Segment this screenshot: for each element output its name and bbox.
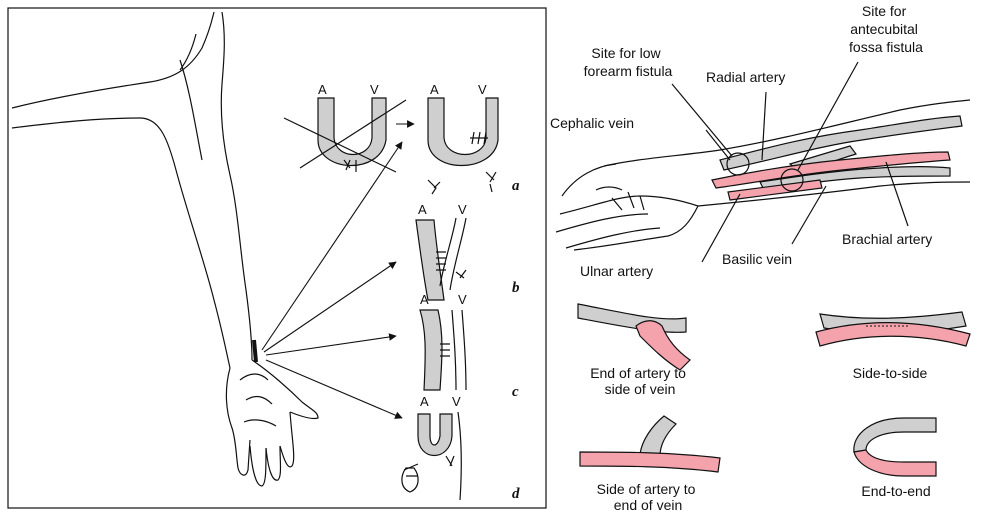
side-artery-end-vein-label: Side of artery to end of vein — [597, 481, 700, 513]
inset-a-before-v-label: V — [370, 82, 379, 97]
inset-b: A V b — [416, 202, 520, 300]
inset-d-v-label: V — [452, 394, 461, 409]
site-antecubital-label: Site for antecubital fossa fistula — [849, 3, 923, 55]
pointer-arrows — [262, 124, 414, 418]
inset-a-after-v-label: V — [478, 82, 487, 97]
forearm-labels: Site for low forearm fistula Site for an… — [550, 3, 932, 279]
inset-a-after-a-label: A — [430, 82, 439, 97]
inset-d-a-label: A — [420, 394, 429, 409]
brachial-artery-label: Brachial artery — [842, 231, 932, 247]
anastomosis-end-artery-side-vein: End of artery to side of vein — [578, 304, 690, 397]
inset-b-a-label: A — [418, 202, 427, 217]
inset-c-a-label: A — [420, 292, 429, 307]
incision-mark — [254, 340, 256, 362]
site-low-forearm-label: Site for low forearm fistula — [584, 45, 673, 79]
inset-d-letter: d — [512, 486, 520, 502]
anastomosis-side-to-side: Side-to-side — [816, 312, 970, 381]
inset-b-v-label: V — [458, 202, 467, 217]
anastomosis-end-to-end: End-to-end — [854, 418, 936, 499]
inset-a-before-a-label: A — [318, 82, 327, 97]
basilic-vein-label: Basilic vein — [722, 251, 792, 267]
radial-artery-label: Radial artery — [706, 69, 785, 85]
inset-c-letter: c — [512, 384, 519, 400]
cephalic-vein-label: Cephalic vein — [550, 115, 634, 131]
left-panel: A V A V a A V b — [8, 8, 546, 508]
arrow-c — [266, 336, 396, 355]
end-to-end-label: End-to-end — [861, 483, 930, 499]
inset-a-after: A V a — [428, 82, 520, 194]
inset-a-before: A V — [284, 82, 406, 172]
inset-a-letter: a — [512, 178, 520, 194]
inset-c: A V c — [420, 292, 519, 400]
end-artery-side-vein-label: End of artery to side of vein — [590, 365, 690, 397]
inset-b-letter: b — [512, 280, 520, 296]
ulnar-artery-label: Ulnar artery — [580, 263, 653, 279]
arm-illustration — [12, 12, 318, 486]
arrow-d — [266, 360, 402, 418]
left-panel-frame — [8, 8, 546, 508]
anastomosis-side-artery-end-vein: Side of artery to end of vein — [580, 416, 720, 513]
arrow-a — [262, 142, 402, 350]
side-to-side-label: Side-to-side — [853, 365, 928, 381]
inset-d: A V d — [402, 394, 520, 502]
inset-c-v-label: V — [458, 292, 467, 307]
